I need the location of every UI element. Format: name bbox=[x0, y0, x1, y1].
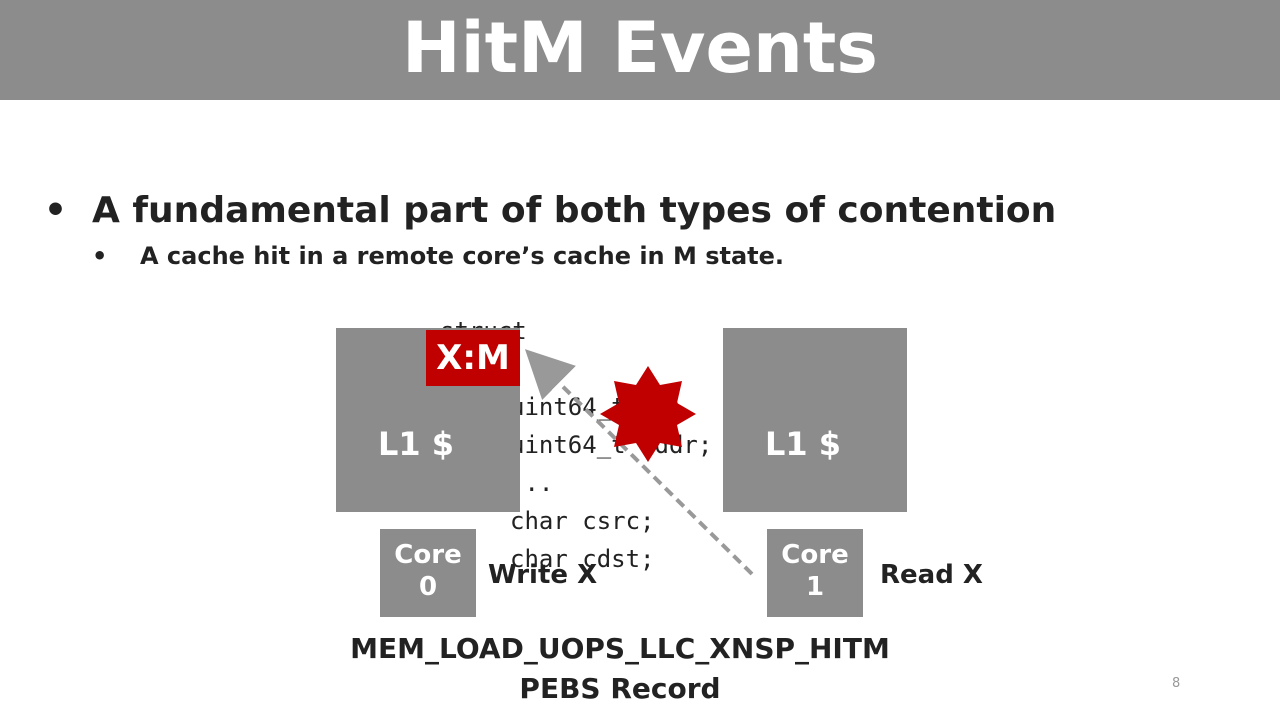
bullet-main: • A fundamental part of both types of con… bbox=[44, 188, 1056, 234]
slide-title: HitM Events bbox=[402, 7, 878, 89]
bullet-main-text: A fundamental part of both types of cont… bbox=[92, 190, 1057, 231]
l1-cache-label: L1 $ bbox=[378, 425, 455, 463]
bullet-sub-text: A cache hit in a remote core’s cache in … bbox=[140, 242, 785, 270]
core-label: Core bbox=[781, 540, 849, 570]
l1-cache-core1: L1 $ bbox=[723, 328, 907, 512]
cache-line-state: X:M bbox=[426, 330, 520, 386]
bullet-sub: • A cache hit in a remote core’s cache in… bbox=[92, 240, 784, 272]
page-number: 8 bbox=[1172, 676, 1181, 691]
core-number: 1 bbox=[805, 572, 825, 602]
pebs-record-label: PEBS Record bbox=[519, 672, 721, 705]
l1-cache-label: L1 $ bbox=[765, 425, 842, 463]
core-label: Core bbox=[394, 540, 462, 570]
read-label: Read X bbox=[880, 560, 983, 590]
core-number: 0 bbox=[418, 572, 438, 602]
core-0: Core 0 bbox=[380, 529, 476, 617]
title-bar: HitM Events bbox=[0, 0, 1280, 100]
core-1: Core 1 bbox=[767, 529, 863, 617]
bullet-dot: • bbox=[92, 242, 108, 270]
write-label: Write X bbox=[488, 560, 598, 590]
hitm-event-name: MEM_LOAD_UOPS_LLC_XNSP_HITM bbox=[350, 632, 890, 665]
bullet-dot: • bbox=[44, 190, 68, 231]
